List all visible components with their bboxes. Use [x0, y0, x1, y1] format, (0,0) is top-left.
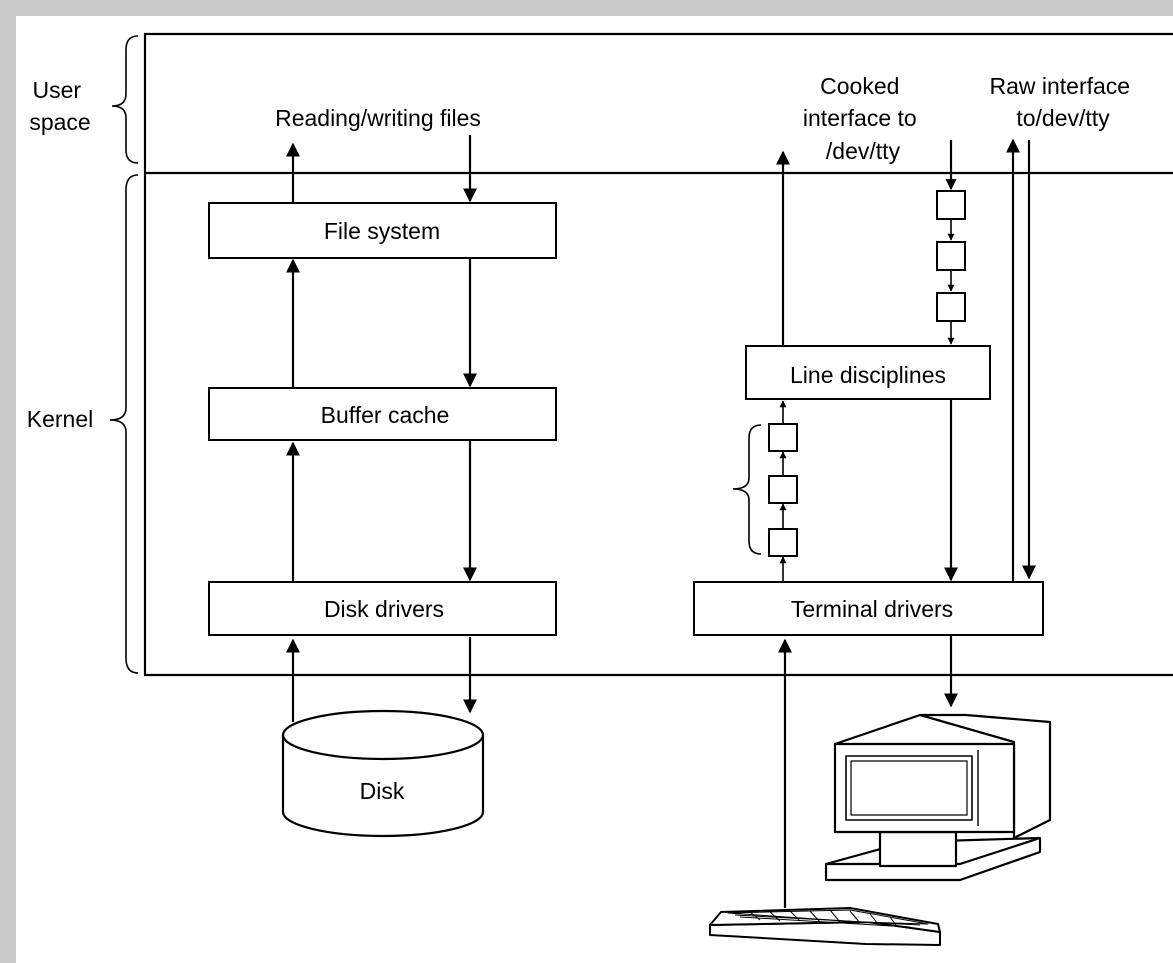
disk-drivers-box: [208, 581, 557, 636]
cooked-interface-line-3: /dev/tty: [826, 138, 901, 164]
user-space-brace: [111, 35, 139, 164]
buffer-cache-box: [208, 387, 557, 441]
queue-square-bottom-3: [768, 528, 798, 557]
cooked-interface-label: Cooked interface to /dev/tty: [803, 73, 923, 164]
queue-square-top-3: [936, 292, 966, 322]
reading-writing-files-label: Reading/writing files: [275, 105, 481, 131]
queue-square-top-1: [936, 190, 966, 220]
terminal-drivers-label: Terminal drivers: [791, 596, 953, 622]
queue-brace: [732, 424, 762, 555]
raw-interface-label: Raw interface to/dev/tty: [989, 73, 1136, 131]
queue-square-bottom-1: [768, 423, 798, 452]
file-system-label: File system: [324, 218, 440, 244]
user-space-line-1: User: [33, 77, 82, 103]
line-disciplines-label: Line disciplines: [790, 362, 946, 388]
queue-square-bottom-2: [768, 475, 798, 504]
user-space-label: User space: [29, 77, 90, 135]
keyboard-icon: [709, 907, 941, 946]
raw-interface-line-1: Raw interface: [989, 73, 1130, 99]
disk-label: Disk: [360, 778, 405, 804]
file-system-box: [208, 202, 557, 259]
user-space-line-2: space: [29, 109, 90, 135]
kernel-label: Kernel: [27, 406, 93, 432]
line-disciplines-box: [745, 345, 991, 400]
terminal-drivers-box: [693, 581, 1044, 636]
cooked-interface-line-1: Cooked: [820, 73, 899, 99]
kernel-brace: [109, 174, 139, 674]
cooked-interface-line-2: interface to: [803, 105, 917, 131]
raw-interface-line-2: to/dev/tty: [1016, 105, 1110, 131]
buffer-cache-label: Buffer cache: [321, 402, 450, 428]
disk-drivers-label: Disk drivers: [324, 596, 444, 622]
disk-cylinder-icon: [281, 709, 485, 838]
computer-monitor-icon: [824, 713, 1052, 882]
queue-square-top-2: [936, 241, 966, 271]
main-frame: [143, 32, 1173, 677]
